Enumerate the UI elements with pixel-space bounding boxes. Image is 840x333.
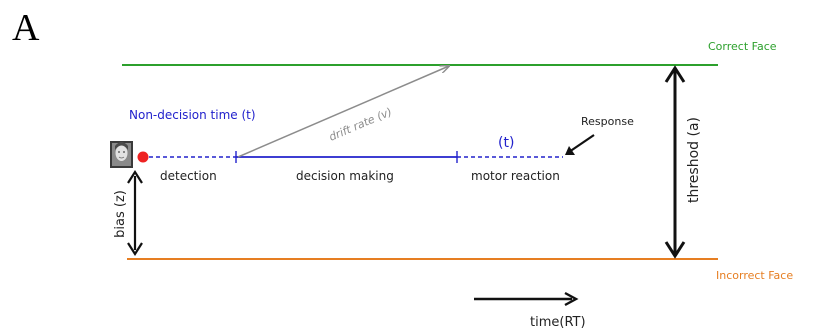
threshold-double-arrow bbox=[664, 65, 686, 259]
start-point-dot bbox=[137, 151, 149, 163]
detection-label: detection bbox=[160, 169, 217, 183]
drift-rate-label: drift rate (v) bbox=[327, 105, 394, 144]
decision-making-label: decision making bbox=[296, 169, 394, 183]
panel-label: A bbox=[12, 7, 40, 49]
motor-reaction-label: motor reaction bbox=[471, 169, 560, 183]
correct-boundary-label: Correct Face bbox=[708, 40, 777, 53]
time-arrow bbox=[474, 291, 579, 307]
face-photo-icon bbox=[110, 141, 133, 168]
t-marker-label: (t) bbox=[498, 135, 514, 151]
bias-double-arrow bbox=[127, 169, 143, 257]
time-axis-label: time(RT) bbox=[530, 315, 586, 330]
drift-rate-arrow bbox=[237, 66, 449, 158]
threshold-label: threshod (a) bbox=[686, 117, 702, 203]
response-label: Response bbox=[581, 115, 634, 128]
response-arrow-icon bbox=[565, 134, 595, 155]
non-decision-time-label: Non-decision time (t) bbox=[129, 108, 256, 122]
incorrect-boundary-label: Incorrect Face bbox=[716, 269, 793, 282]
bias-label: bias (z) bbox=[113, 190, 128, 238]
